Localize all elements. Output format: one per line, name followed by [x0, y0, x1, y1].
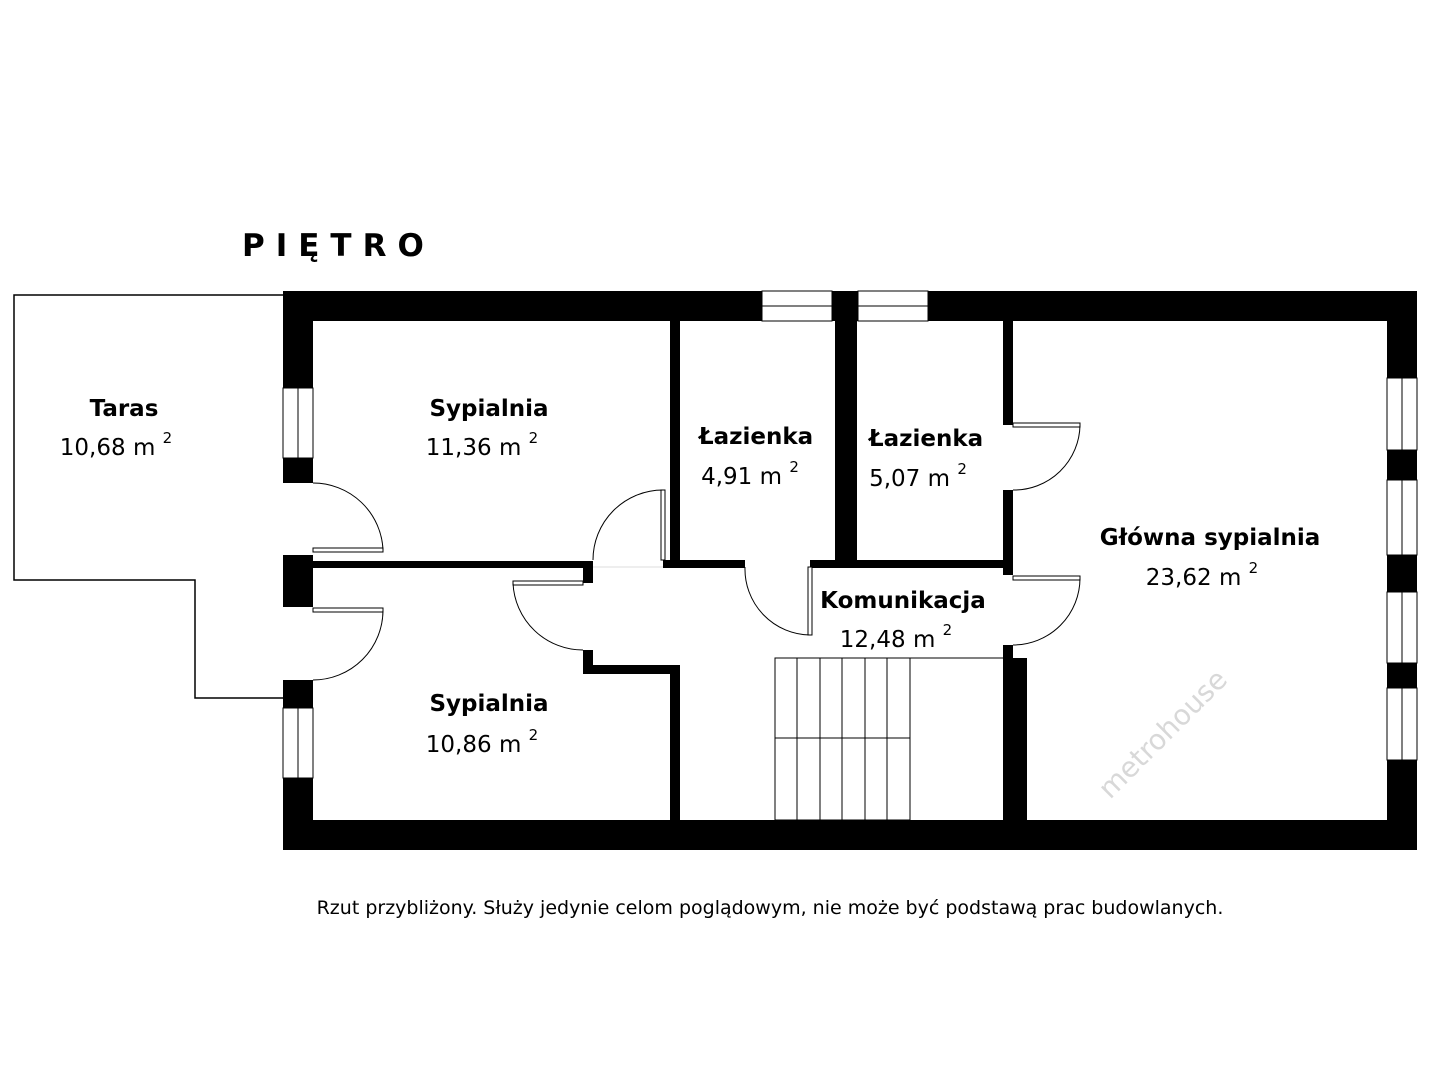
- room-label-glowna-sypialnia: Główna sypialnia 23,62 m 2: [1100, 525, 1321, 591]
- room-label-taras: Taras 10,68 m 2: [60, 396, 172, 461]
- room-label-lazienka-1: Łazienka 4,91 m 2: [697, 424, 813, 490]
- room-label-sypialnia-1: Sypialnia 11,36 m 2: [426, 396, 549, 461]
- room-label-sypialnia-2: Sypialnia 10,86 m 2: [426, 691, 549, 758]
- svg-text:10,86 m 2: 10,86 m 2: [426, 726, 538, 758]
- svg-text:23,62 m 2: 23,62 m 2: [1146, 559, 1258, 591]
- svg-text:Taras: Taras: [90, 396, 159, 422]
- svg-text:Komunikacja: Komunikacja: [820, 588, 986, 614]
- room-label-lazienka-2: Łazienka 5,07 m 2: [867, 426, 983, 492]
- svg-text:11,36 m 2: 11,36 m 2: [426, 429, 538, 461]
- svg-text:Łazienka: Łazienka: [697, 424, 813, 450]
- walls: [283, 291, 1417, 850]
- doors: [312, 422, 1081, 681]
- watermark: metrohouse: [1092, 663, 1234, 805]
- svg-text:10,68 m 2: 10,68 m 2: [60, 429, 172, 461]
- svg-text:5,07 m 2: 5,07 m 2: [869, 460, 967, 492]
- disclaimer: Rzut przybliżony. Służy jedynie celom po…: [317, 897, 1224, 919]
- room-label-komunikacja: Komunikacja 12,48 m 2: [820, 588, 986, 653]
- svg-text:Sypialnia: Sypialnia: [429, 691, 548, 717]
- floor-title: PIĘTRO: [242, 228, 435, 264]
- terrace-outline: [13, 294, 283, 699]
- windows: [282, 290, 1418, 779]
- svg-text:4,91 m 2: 4,91 m 2: [701, 458, 799, 490]
- svg-text:Główna sypialnia: Główna sypialnia: [1100, 525, 1321, 551]
- svg-text:Łazienka: Łazienka: [867, 426, 983, 452]
- svg-text:Sypialnia: Sypialnia: [429, 396, 548, 422]
- svg-text:12,48 m 2: 12,48 m 2: [840, 621, 952, 653]
- stairs: [774, 657, 1003, 821]
